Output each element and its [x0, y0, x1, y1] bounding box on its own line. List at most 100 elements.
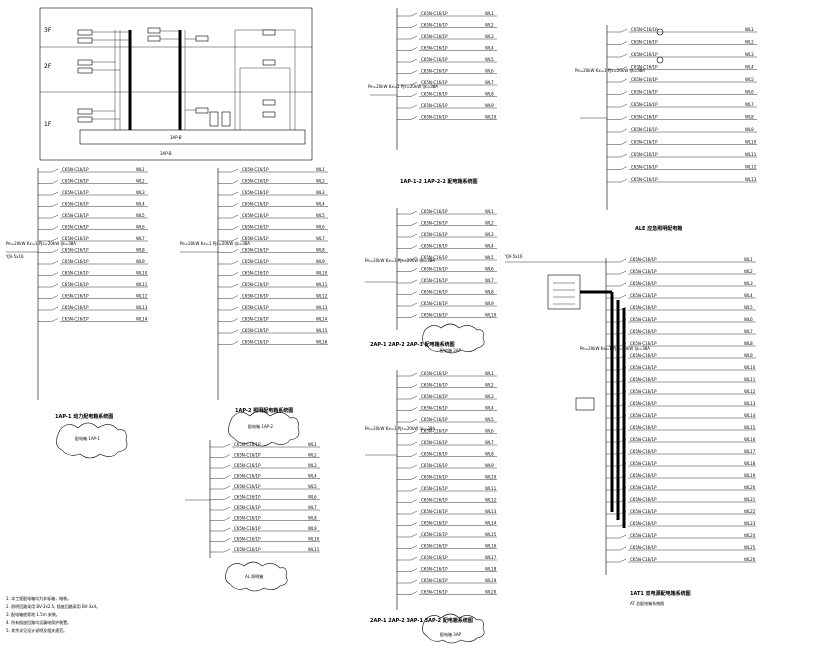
breaker-label: C65N-C16/1P	[630, 485, 657, 490]
breaker-label: C65N-C16/1P	[242, 225, 269, 230]
circuit-label: WL5	[745, 77, 754, 82]
breaker-label: C65N-C16/1P	[62, 167, 89, 172]
circuit-label: WL10	[316, 271, 328, 276]
panel-1ap1-2: Pe=20kW Kx=1 Pjs=20kW Ijs=38A C65N-C16/1…	[368, 8, 497, 185]
breaker-label: C65N-C16/1P	[421, 255, 448, 260]
breaker-label: C65N-C16/1P	[421, 92, 448, 97]
breaker-label: C65N-C16/1P	[631, 127, 658, 132]
panel-title-small: AL 照明箱	[245, 573, 263, 579]
circuit-label: WL17	[744, 449, 756, 454]
breaker-label: C65N-C16/1P	[421, 590, 448, 595]
circuit-label: WL2	[316, 179, 325, 184]
breaker-label: C65N-C16/1P	[242, 213, 269, 218]
riser-title: 3AP-B	[160, 151, 172, 156]
breaker-label: C65N-C16/1P	[421, 301, 448, 306]
riser-diagram: 3F 2F 1F 3AP-B 3AP-B	[39, 7, 313, 161]
circuit-label: WL1	[316, 167, 325, 172]
circuit-label: WL16	[316, 340, 328, 345]
circuit-label: WL11	[485, 486, 497, 491]
breaker-label: C65N-C16/1P	[630, 533, 657, 538]
breaker-label: C65N-C16/1P	[242, 271, 269, 276]
breaker-label: C65N-C16/1P	[234, 537, 261, 542]
breaker-label: C65N-C16/1P	[630, 557, 657, 562]
breaker-label: C65N-C16/1P	[421, 498, 448, 503]
circuit-label: WL9	[316, 259, 325, 264]
breaker-label: C65N-C16/1P	[62, 248, 89, 253]
circuit-label: WL3	[485, 232, 494, 237]
feeder-text-p1: Pe=20kW Kx=1 Pjs=20kW Ijs=38A	[6, 241, 76, 246]
panel-note-p1: 配电箱 1AP-1	[75, 435, 100, 441]
breaker-label: C65N-C16/1P	[631, 102, 658, 107]
breaker-label: C65N-C16/1P	[234, 516, 261, 521]
breaker-label: C65N-C16/1P	[421, 394, 448, 399]
breaker-label: C65N-C16/1P	[242, 248, 269, 253]
breaker-label: C65N-C16/1P	[234, 463, 261, 468]
circuit-label: WL8	[745, 115, 754, 120]
breaker-label: C65N-C16/1P	[631, 152, 658, 157]
breaker-label: C65N-C16/1P	[630, 497, 657, 502]
circuit-label: WL5	[485, 57, 494, 62]
circuit-label: WL1	[308, 442, 317, 447]
breaker-label: C65N-C16/1P	[242, 167, 269, 172]
p2-row: C65N-C16/1P WL10	[218, 271, 328, 276]
breaker-label: C65N-C16/1P	[62, 294, 89, 299]
breaker-label: C65N-C16/1P	[630, 293, 657, 298]
circuit-label: WL7	[745, 102, 754, 107]
breaker-label: C65N-C16/1P	[421, 290, 448, 295]
breaker-label: C65N-C16/1P	[631, 77, 658, 82]
circuit-label: WL4	[485, 406, 494, 411]
breaker-label: C65N-C16/1P	[234, 495, 261, 500]
panel-title-p3: 1AP-1-2 1AP-2-2 配电箱系统图	[400, 178, 478, 185]
circuit-label: WL2	[485, 383, 494, 388]
breaker-label: C65N-C16/1P	[631, 65, 658, 70]
note-4: 4. 所有插座回路均设漏电保护装置。	[6, 619, 71, 625]
breaker-label: C65N-C16/1P	[630, 365, 657, 370]
circuit-label: WL5	[308, 484, 317, 489]
circuit-label: WL9	[485, 103, 494, 108]
breaker-label: C65N-C16/1P	[630, 353, 657, 358]
note-1: 1. 本工程配电箱均为非标箱，暗装。	[6, 595, 71, 601]
circuit-label: WL8	[308, 516, 317, 521]
circuit-label: WL2	[744, 269, 753, 274]
breaker-label: C65N-C16/1P	[421, 406, 448, 411]
circuit-label: WL23	[744, 521, 756, 526]
breaker-label: C65N-C16/1P	[631, 40, 658, 45]
